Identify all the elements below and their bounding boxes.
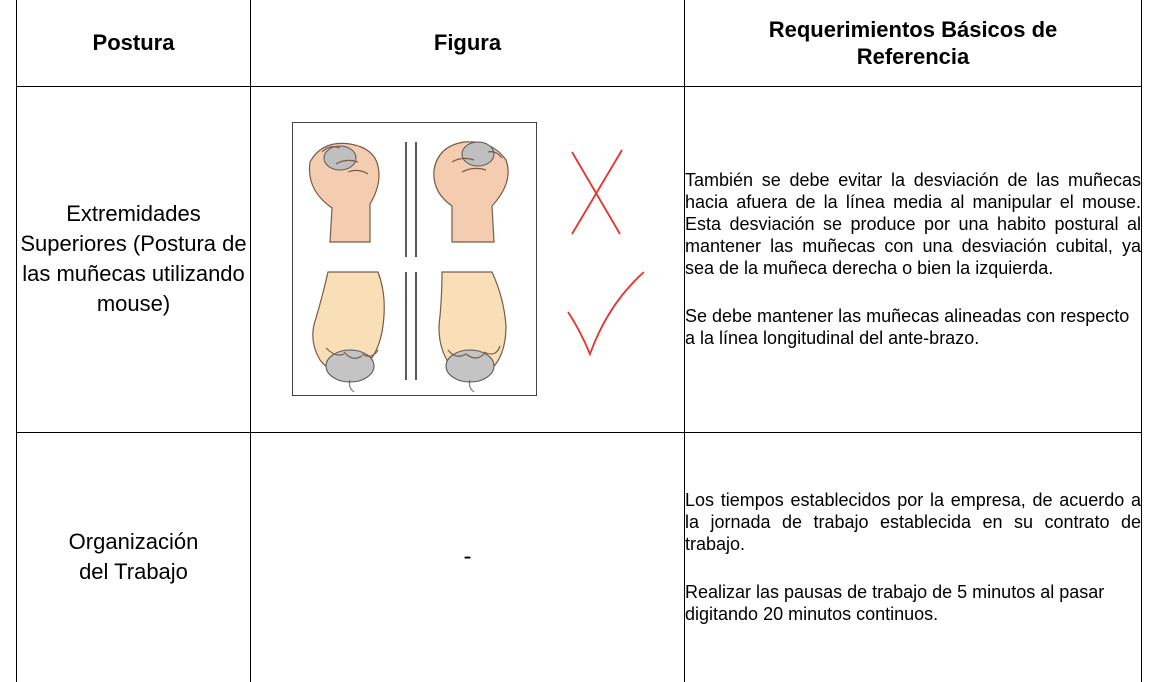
cross-icon	[570, 149, 623, 235]
header-requirements: Requerimientos Básicos de Referencia	[684, 0, 1142, 87]
figure-cell: -	[250, 431, 685, 682]
wrist-figure	[291, 122, 644, 396]
check-icon	[566, 271, 644, 357]
requirements-cell: Los tiempos establecidos por la empresa,…	[684, 431, 1142, 682]
requirement-text: Se debe mantener las muñecas alineadas c…	[685, 306, 1130, 348]
requirements-cell: También se debe evitar la desviación de …	[684, 85, 1142, 433]
figure-cell	[250, 85, 685, 433]
hand-deviated-left-icon	[308, 142, 380, 243]
posture-cell: Organización del Trabajo	[16, 431, 251, 682]
hand-aligned-left-icon	[311, 271, 385, 393]
requirement-text: También se debe evitar la desviación de …	[685, 170, 1141, 278]
header-figure: Figura	[250, 0, 685, 87]
requirement-text: Los tiempos establecidos por la empresa,…	[685, 490, 1141, 555]
hand-deviated-right-icon	[432, 141, 509, 243]
hand-aligned-right-icon	[437, 271, 507, 393]
table-row: Organización del Trabajo - Los tiempos e…	[16, 431, 1142, 682]
posture-cell: Extremidades Superiores (Postura de las …	[16, 85, 251, 433]
header-row: Postura Figura Requerimientos Básicos de…	[16, 0, 1142, 87]
requirement-text: Realizar las pausas de trabajo de 5 minu…	[685, 582, 1105, 625]
ergonomics-table: Postura Figura Requerimientos Básicos de…	[16, 0, 1142, 682]
table-row: Extremidades Superiores (Postura de las …	[16, 85, 1142, 433]
header-posture: Postura	[16, 0, 251, 87]
